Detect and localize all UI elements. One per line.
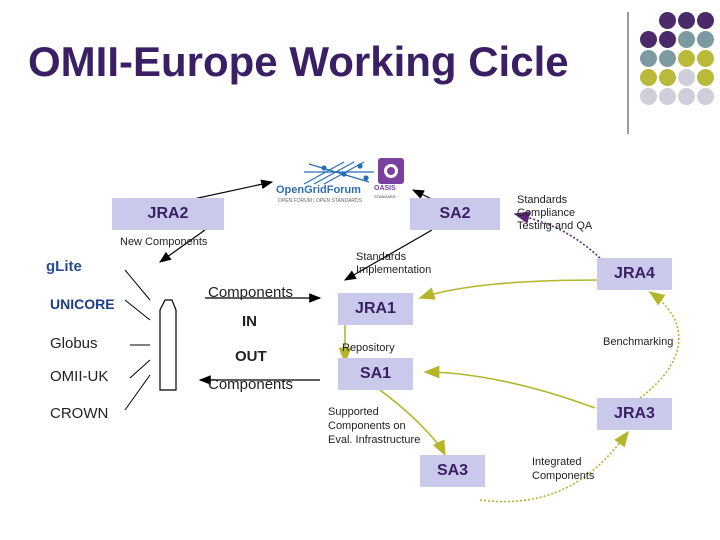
component-funnel [159,299,177,391]
cycle-jra3-to-jra4 [639,291,680,399]
slide-title: OMII-Europe Working Cicle [28,38,569,85]
label-supported-2: Components on [328,420,406,432]
arrow-left-1 [124,269,151,301]
label-standards-compliance-3: Testing and QA [517,220,593,232]
label-standards-compliance-1: Standards [517,194,568,206]
label-in: IN [242,313,257,330]
box-sa3: SA3 [420,455,485,487]
cycle-sa3-to-jra3 [479,430,629,503]
label-supported-1: Supported [328,406,379,418]
decorative-dot [659,88,676,105]
decorative-dot [640,31,657,48]
box-sa2: SA2 [410,198,500,230]
decorative-dot [678,50,695,67]
decorative-dot [659,69,676,86]
decorative-dot [678,31,695,48]
ogf-logo-text: OpenGridForum [276,184,361,196]
oasis-logo-subtext: STANDARD [374,194,396,199]
middleware-omii-uk: OMII-UK [50,368,109,385]
opengridforum-logo: OpenGridForum OPEN FORUM | OPEN STANDARD… [274,158,412,208]
cycle-jra4-to-jra1 [418,279,601,300]
decorative-dot [697,50,714,67]
ogf-grid-icon [303,161,374,185]
decorative-dot [678,69,695,86]
label-standards-impl-1: Standards [356,251,407,263]
unicore-logo: UNICORE [50,296,115,312]
label-new-components: New Components [120,236,208,248]
middleware-globus: Globus [50,335,98,352]
arrow-jra2-down [159,229,206,263]
box-jra2: JRA2 [112,198,224,230]
arrow-sa2-to-jra1 [343,229,433,281]
decorative-vertical-line [627,12,629,134]
decorative-dot [697,31,714,48]
decorative-dot [697,69,714,86]
decorative-dot [697,12,714,29]
cycle-jra3-to-sa1 [423,365,596,409]
decorative-dot [678,88,695,105]
glite-logo: gLite [46,258,82,276]
arrow-left-4 [129,359,151,379]
decorative-dot [640,69,657,86]
box-jra1: JRA1 [338,293,413,325]
decorative-dot [640,88,657,105]
label-supported-3: Eval. Infrastructure [328,434,421,446]
decorative-dot [659,12,676,29]
decorative-dot [659,50,676,67]
decorative-dot [640,50,657,67]
label-standards-impl-2: Implementation [356,264,432,276]
cycle-jra4-to-sa2 [513,211,601,259]
label-benchmarking: Benchmarking [603,336,674,348]
middleware-crown: CROWN [50,405,109,422]
decorative-dot [678,12,695,29]
oasis-logo: OASIS STANDARD [374,158,410,202]
decorative-dot [697,88,714,105]
oasis-logo-text: OASIS [374,185,396,192]
box-sa1: SA1 [338,358,413,390]
label-integrated-1: Integrated [532,456,582,468]
arrow-left-5 [124,374,151,411]
label-repository: Repository [342,342,395,354]
oasis-icon [378,158,404,184]
label-components-in: Components [208,284,294,301]
label-integrated-2: Components [532,470,595,482]
glite-logo-text: gLite [46,258,82,275]
arrow-left-2 [124,299,151,321]
label-components-out: Components [208,376,294,393]
decorative-dot [659,31,676,48]
box-jra3: JRA3 [597,398,672,430]
box-jra4: JRA4 [597,258,672,290]
label-standards-compliance-2: Compliance [517,207,576,219]
ogf-logo-subtext: OPEN FORUM | OPEN STANDARDS [278,198,362,204]
label-out: OUT [235,348,267,365]
cycle-sa1-to-sa3 [379,389,446,457]
